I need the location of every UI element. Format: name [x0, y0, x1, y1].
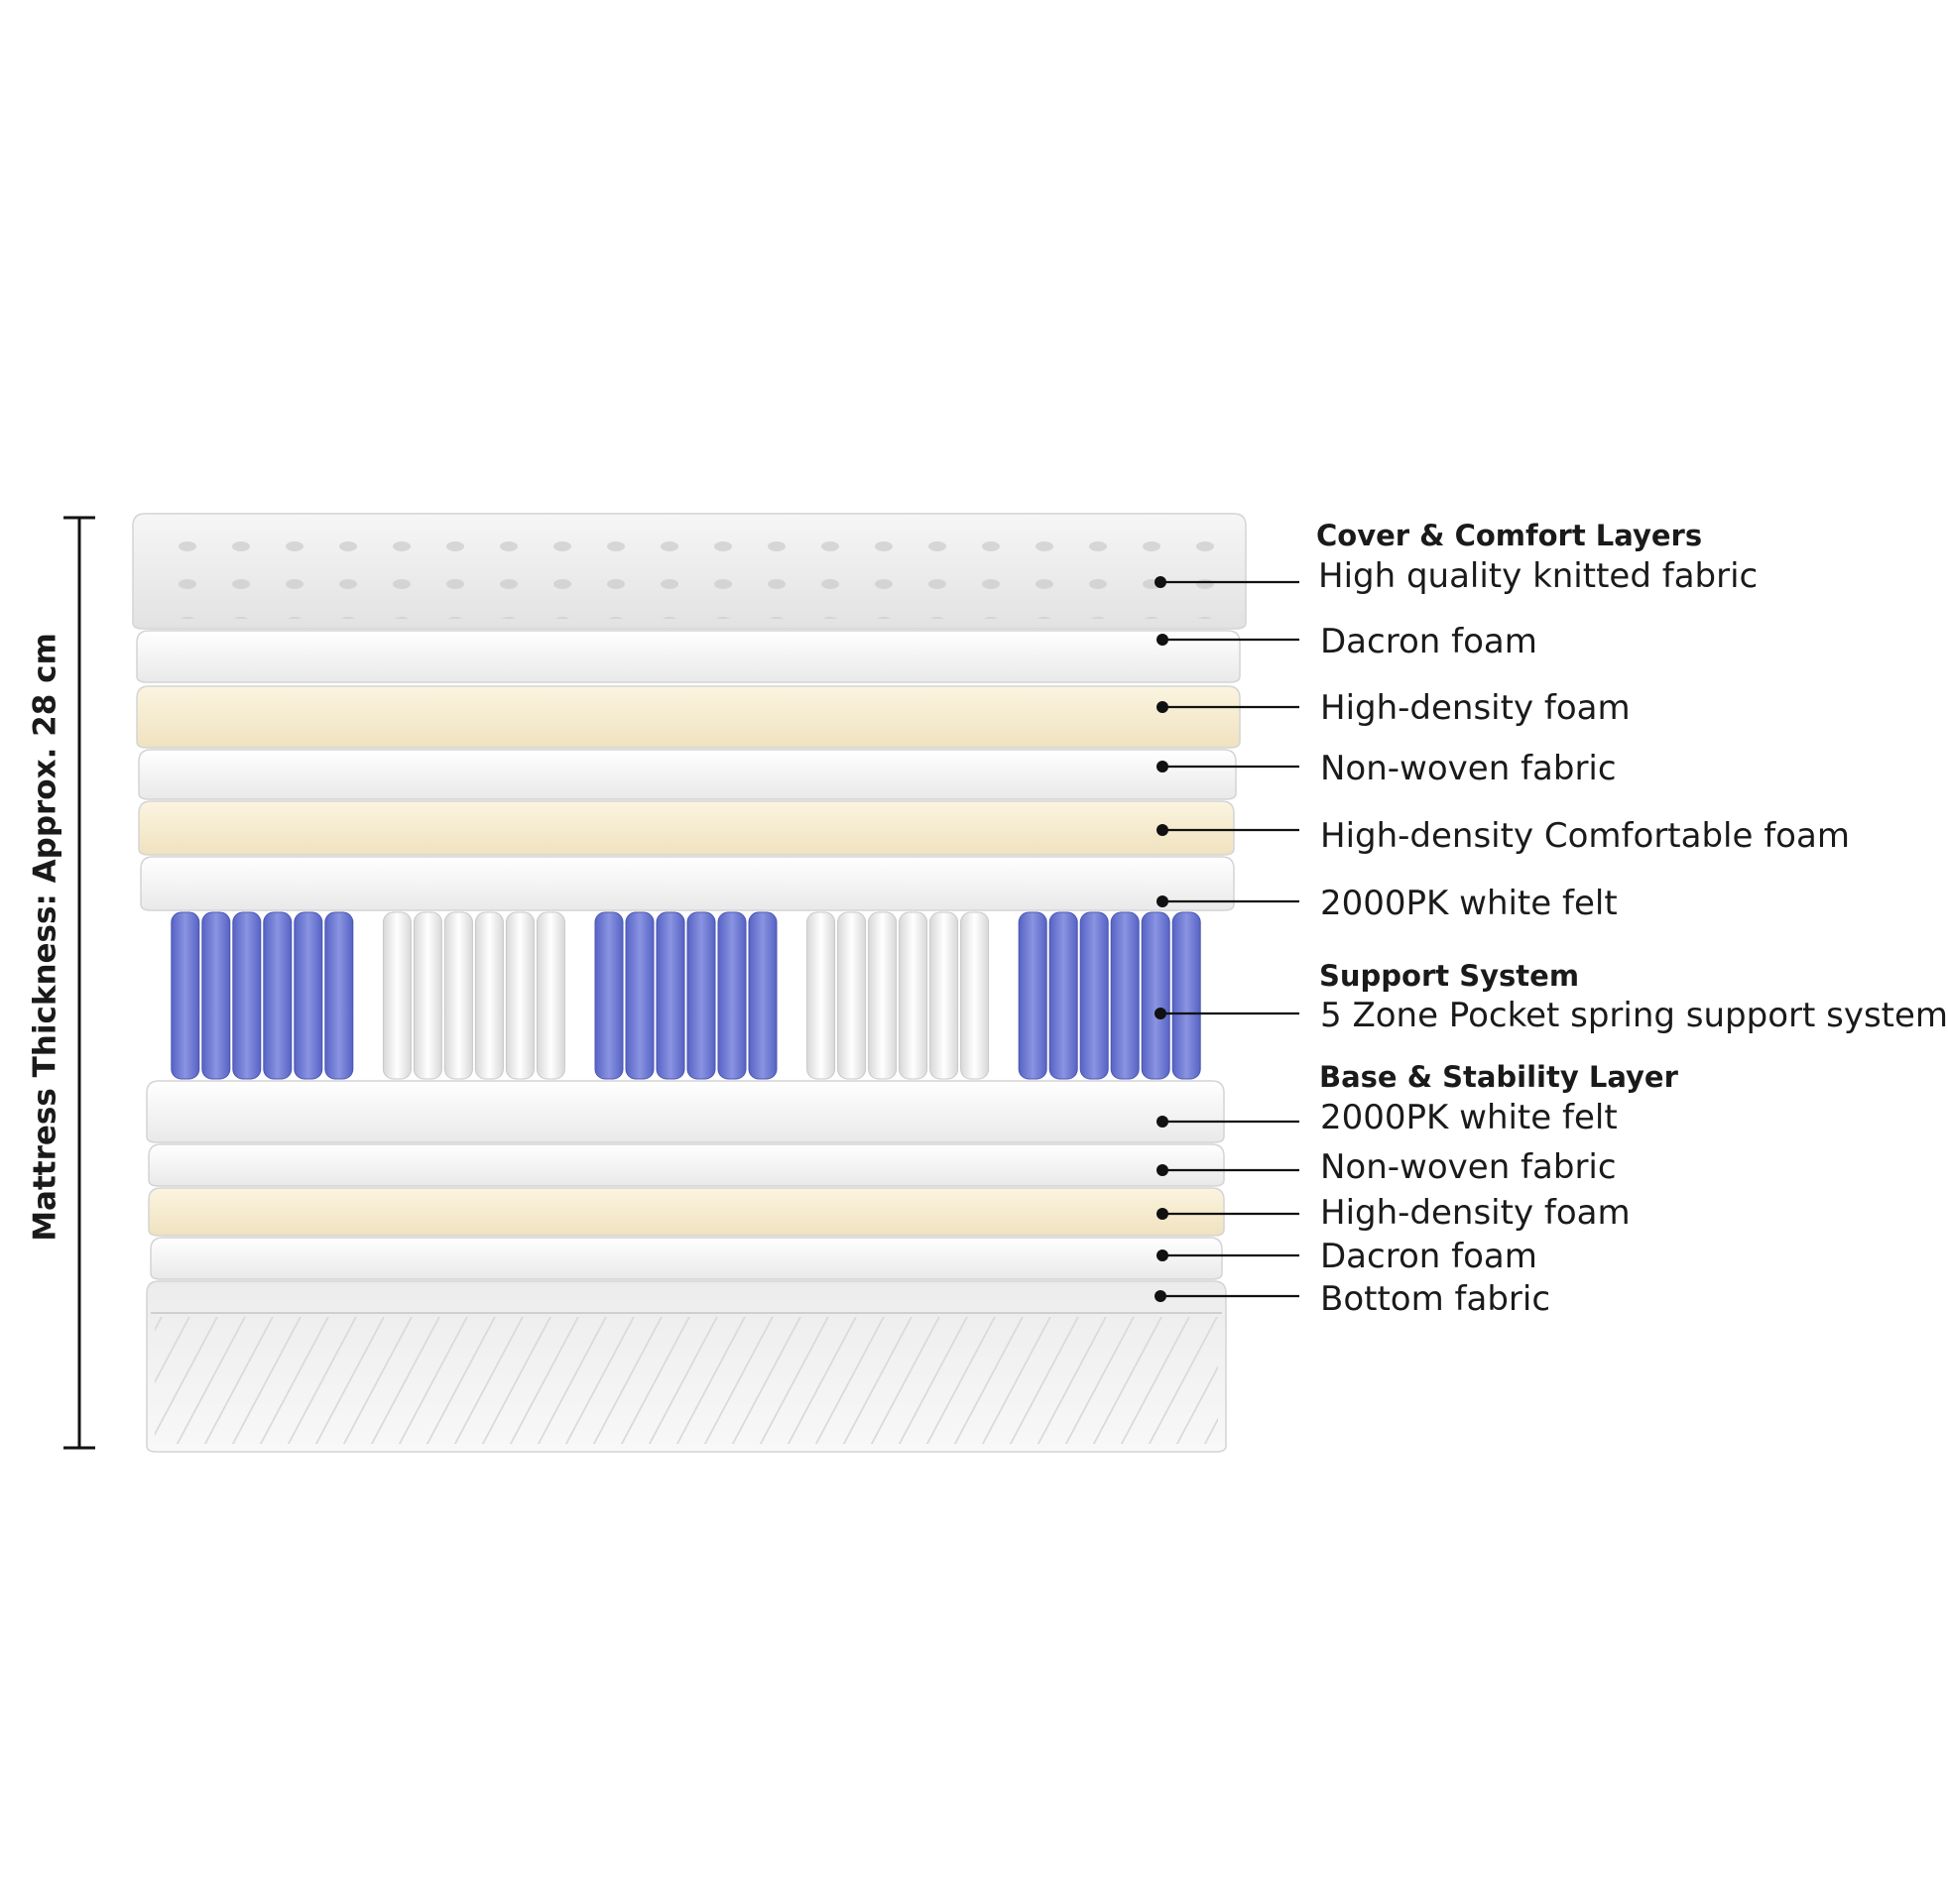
- leader-dot-10: [1157, 1208, 1168, 1220]
- spring-blue-4-3: [1110, 911, 1140, 1080]
- spring-blue-4-4: [1141, 911, 1170, 1080]
- layer-label-8: 2000PK white felt: [1320, 1098, 1618, 1137]
- spring-white-3-0: [806, 911, 836, 1080]
- spring-blue-0-0: [171, 911, 200, 1080]
- spring-white-1-1: [413, 911, 442, 1080]
- leader-dot-4: [1157, 761, 1168, 773]
- leader-dot-12: [1155, 1290, 1166, 1302]
- layer-label-2: Dacron foam: [1320, 622, 1537, 661]
- layer-2-sheet: [136, 630, 1241, 683]
- leader-dot-3: [1157, 701, 1168, 713]
- mattress-diagram: [63, 513, 1299, 1453]
- layer-11-sheet: [150, 1237, 1223, 1280]
- layer-label-7: 5 Zone Pocket spring support system: [1320, 996, 1948, 1035]
- leader-dot-7: [1155, 1008, 1166, 1019]
- spring-white-3-5: [960, 911, 990, 1080]
- layer-6-sheet: [140, 856, 1235, 911]
- layer-label-12: Bottom fabric: [1320, 1279, 1551, 1319]
- layer-label-5: High-density Comfortable foam: [1320, 816, 1850, 856]
- spring-blue-0-5: [324, 911, 354, 1080]
- section-title-comfort: Cover & Comfort Layers: [1316, 519, 1703, 552]
- spring-blue-0-4: [294, 911, 323, 1080]
- leader-dot-1: [1155, 576, 1166, 588]
- layer-label-1: High quality knitted fabric: [1318, 556, 1759, 596]
- spring-blue-2-4: [717, 911, 747, 1080]
- leader-dot-5: [1157, 824, 1168, 836]
- spring-white-3-1: [837, 911, 867, 1080]
- thickness-label: Mattress Thickness: Approx. 28 cm: [27, 633, 63, 1242]
- spring-blue-2-0: [594, 911, 624, 1080]
- spring-blue-4-1: [1048, 911, 1078, 1080]
- layer-3-sheet: [136, 685, 1241, 749]
- spring-blue-2-2: [656, 911, 685, 1080]
- spring-blue-0-1: [201, 911, 231, 1080]
- spring-white-3-3: [899, 911, 928, 1080]
- leader-dot-11: [1157, 1250, 1168, 1261]
- spring-blue-4-0: [1018, 911, 1047, 1080]
- layer-label-6: 2000PK white felt: [1320, 884, 1618, 923]
- spring-white-1-5: [536, 911, 565, 1080]
- layer-8-sheet: [146, 1080, 1225, 1143]
- spring-blue-4-5: [1171, 911, 1201, 1080]
- leader-dot-6: [1157, 895, 1168, 907]
- leader-dot-8: [1157, 1116, 1168, 1128]
- thickness-scale: [63, 516, 95, 1450]
- layer-label-3: High-density foam: [1320, 688, 1631, 728]
- spring-blue-0-2: [232, 911, 262, 1080]
- leader-dot-2: [1157, 634, 1168, 646]
- layer-label-4: Non-woven fabric: [1320, 749, 1617, 788]
- spring-white-3-4: [929, 911, 959, 1080]
- spring-white-1-0: [382, 911, 412, 1080]
- layer-12-side-pattern: [155, 1317, 1218, 1444]
- layer-10-sheet: [148, 1187, 1225, 1237]
- spring-blue-4-2: [1079, 911, 1109, 1080]
- spring-white-1-2: [443, 911, 473, 1080]
- leader-dot-9: [1157, 1164, 1168, 1176]
- spring-white-1-3: [474, 911, 504, 1080]
- layer-9-sheet: [148, 1143, 1225, 1187]
- layer-1-quilting: [145, 522, 1234, 619]
- section-title-base: Base & Stability Layer: [1319, 1060, 1678, 1094]
- section-title-support: Support System: [1319, 959, 1580, 993]
- leader-lines: [1155, 576, 1299, 1302]
- spring-blue-2-5: [748, 911, 778, 1080]
- spring-blue-2-3: [686, 911, 716, 1080]
- layer-4-sheet: [138, 749, 1237, 800]
- spring-blue-2-1: [625, 911, 655, 1080]
- spring-blue-0-3: [263, 911, 293, 1080]
- spring-white-3-2: [868, 911, 898, 1080]
- layer-label-9: Non-woven fabric: [1320, 1147, 1617, 1187]
- layer-5-sheet: [138, 800, 1235, 856]
- layer-stack: [132, 513, 1247, 1453]
- layer-label-10: High-density foam: [1320, 1193, 1631, 1233]
- spring-white-1-4: [505, 911, 535, 1080]
- layer-label-11: Dacron foam: [1320, 1237, 1537, 1276]
